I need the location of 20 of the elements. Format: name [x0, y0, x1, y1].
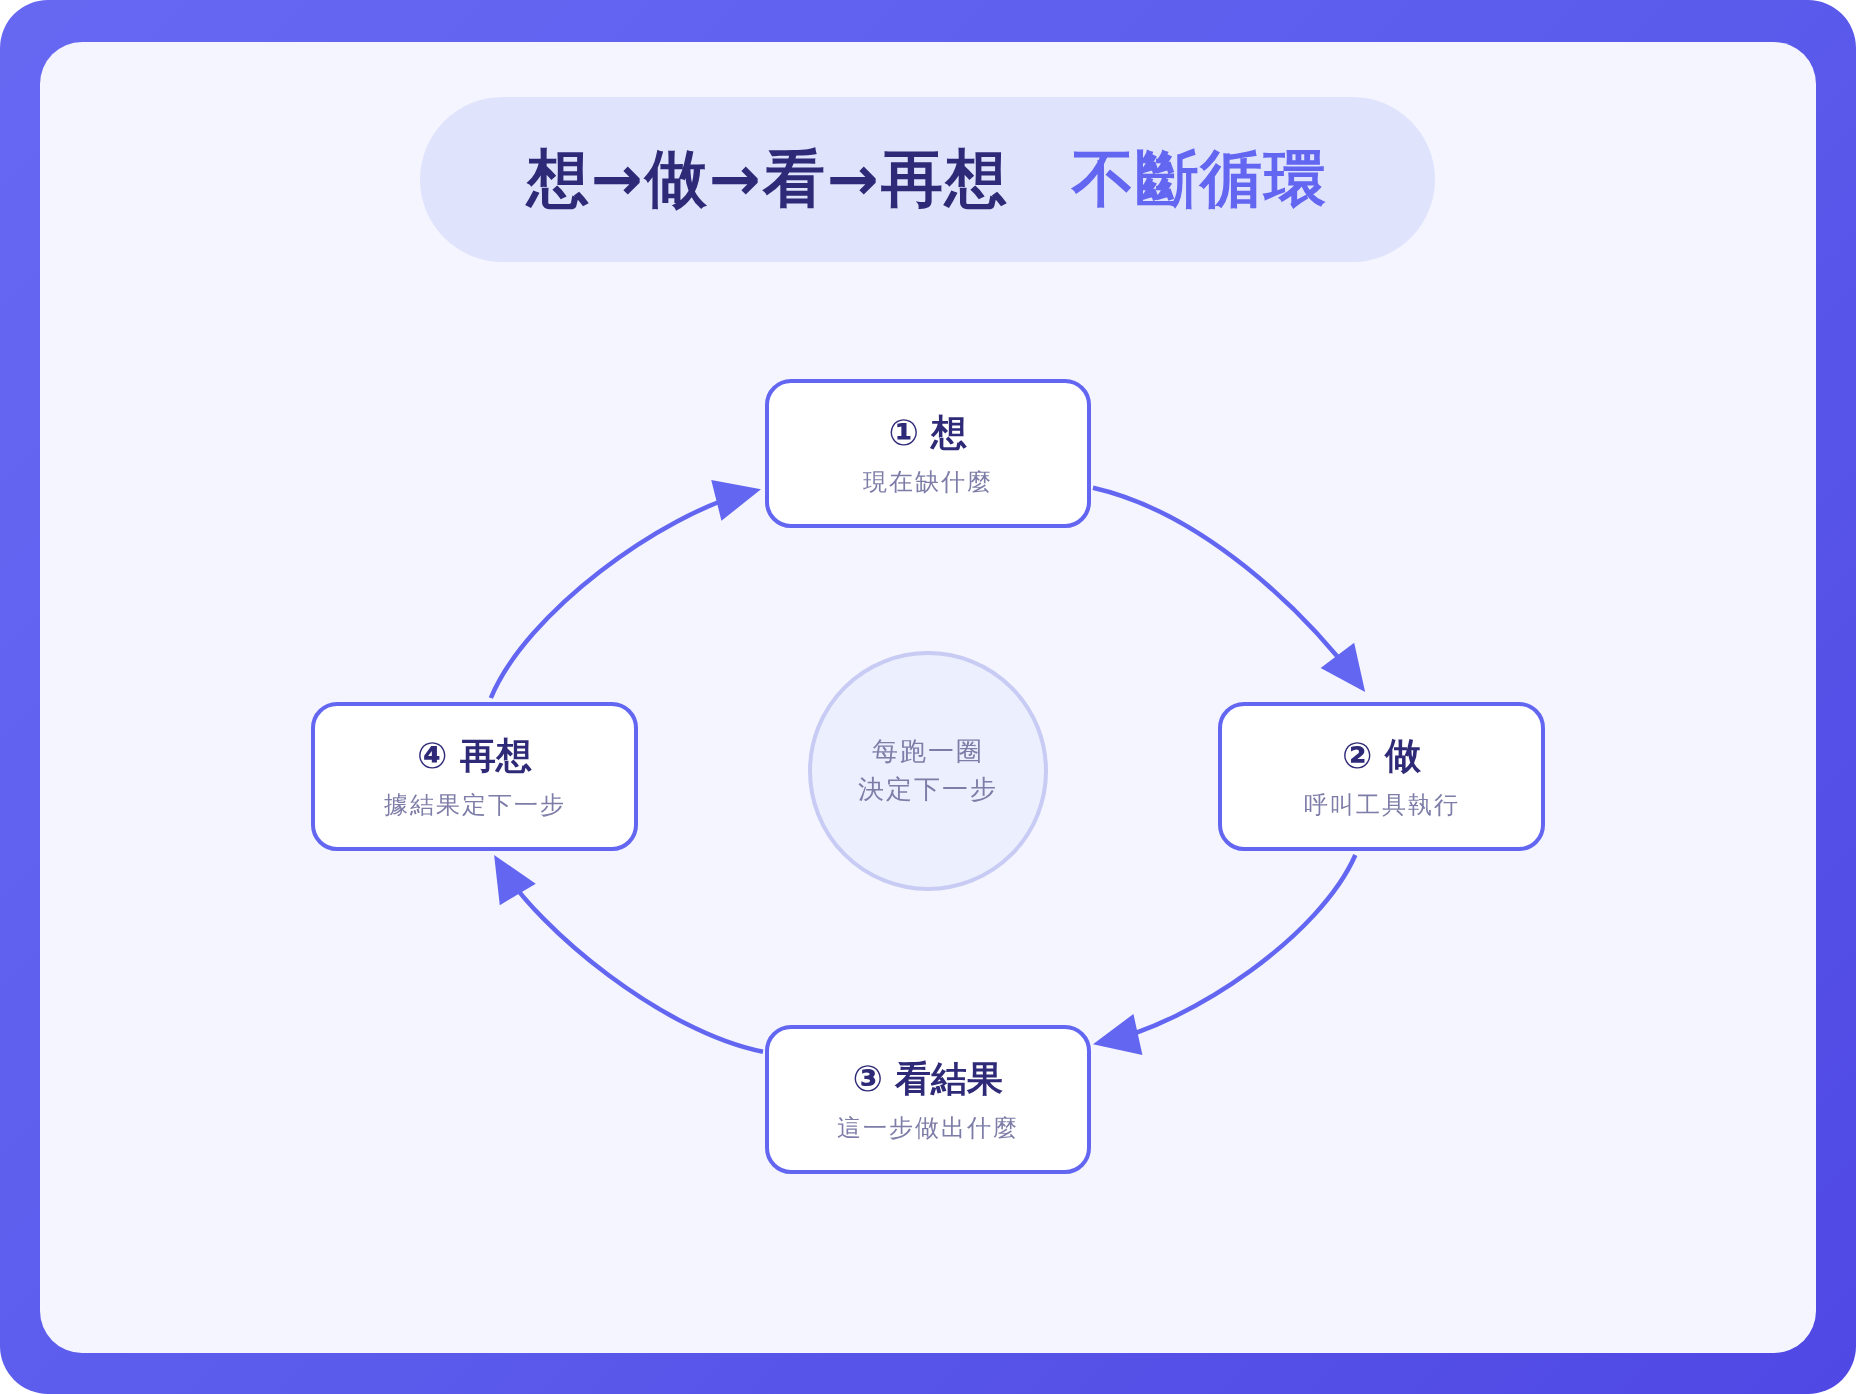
center-circle [808, 651, 1048, 891]
arrow [1093, 853, 1358, 1054]
step-heading: ③ 看結果 [852, 1056, 1004, 1100]
step-description: 現在缺什麼 [863, 467, 993, 497]
step-heading: ① 想 [888, 410, 968, 454]
process-box [1218, 702, 1545, 851]
process-box [311, 702, 638, 851]
step-heading: ④ 再想 [417, 733, 532, 777]
arrow [493, 855, 764, 1054]
center-note: 決定下一步 [858, 773, 998, 806]
step-description: 據結果定下一步 [383, 790, 566, 820]
step-description: 這一步做出什麼 [837, 1113, 1019, 1143]
center-note: 每跑一圈 [872, 735, 984, 769]
step-description: 呼叫工具執行 [1303, 790, 1460, 820]
process-box [765, 379, 1091, 528]
title-heading: 想→做→看→再想 不斷循環 [526, 142, 1329, 217]
arrow [488, 482, 761, 699]
arrow [1092, 485, 1366, 692]
process-box [765, 1025, 1091, 1174]
step-heading: ② 做 [1342, 733, 1421, 777]
